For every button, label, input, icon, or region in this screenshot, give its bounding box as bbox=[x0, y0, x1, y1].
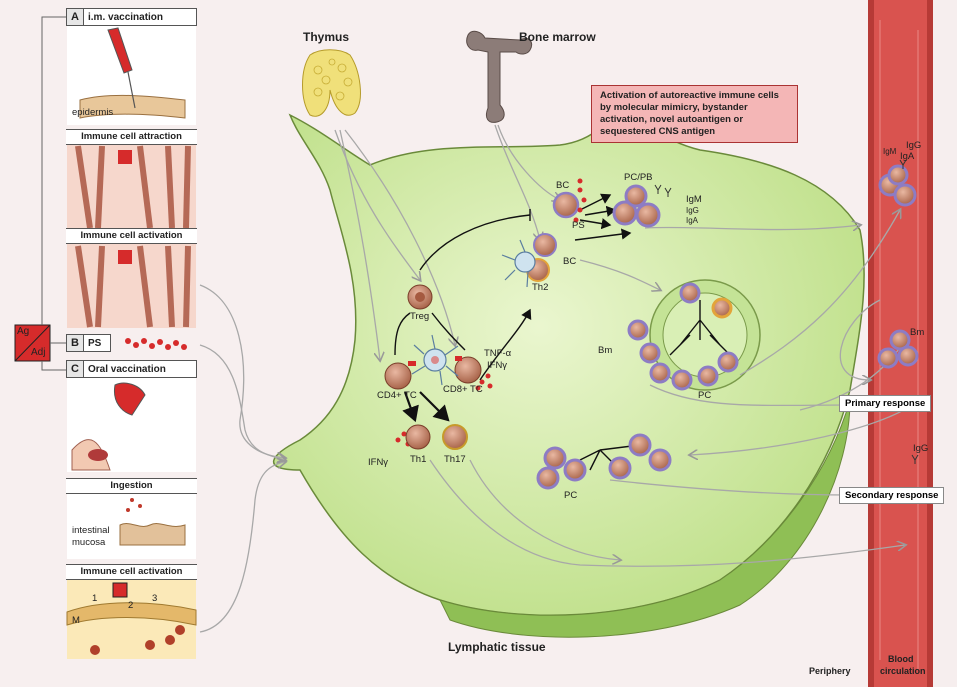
panel-c-title: C Oral vaccination bbox=[66, 360, 197, 378]
ps-chain bbox=[125, 338, 187, 350]
bc-label-2: BC bbox=[563, 256, 577, 267]
bone-marrow-organ bbox=[466, 30, 533, 123]
panel-c-illustrations bbox=[66, 377, 197, 659]
immune-cell-attraction-label: Immune cell attraction bbox=[66, 129, 197, 145]
pc-label: PC bbox=[698, 390, 712, 401]
ingestion-label: Ingestion bbox=[66, 478, 197, 494]
th2-label: Th2 bbox=[532, 282, 549, 293]
panel-c-letter: C bbox=[67, 361, 84, 377]
blood-label-1: Blood bbox=[888, 654, 914, 664]
ifn-gamma-label: IFNγ bbox=[487, 360, 508, 371]
panel-bracket bbox=[41, 16, 66, 371]
activation-arrows bbox=[394, 193, 731, 471]
iga-label: IgA bbox=[686, 216, 699, 225]
primary-response-label: Primary response bbox=[839, 395, 932, 412]
step-2-label: 2 bbox=[128, 600, 134, 611]
immune-cell-activation-label-a: Immune cell activation bbox=[66, 228, 197, 244]
bc-label-1: BC bbox=[556, 180, 570, 191]
panel-a-letter: A bbox=[67, 9, 84, 25]
autoreactive-activation-callout: Activation of autoreactive immune cells … bbox=[591, 85, 798, 143]
ifn-gamma-label-2: IFNγ bbox=[368, 457, 389, 468]
igg-label: IgG bbox=[686, 206, 699, 215]
thymus-organ bbox=[302, 49, 361, 117]
epidermis-label: epidermis bbox=[72, 107, 114, 118]
panel-a-illustrations bbox=[67, 26, 196, 328]
igm-label: IgM bbox=[686, 194, 702, 205]
cd4-tc-label: CD4+ TC bbox=[377, 390, 417, 401]
lymphatic-tissue-label: Lymphatic tissue bbox=[448, 640, 546, 654]
flow-arrows bbox=[199, 124, 921, 633]
blood-igg-label: IgG bbox=[906, 140, 922, 151]
blood-igm-label: IgM bbox=[883, 147, 897, 156]
bm-label: Bm bbox=[598, 345, 613, 356]
panel-b-title: B PS bbox=[66, 334, 111, 352]
blood-iga-label: IgA bbox=[900, 151, 915, 162]
adj-label: Adj bbox=[31, 347, 46, 358]
immune-cells bbox=[384, 164, 919, 490]
panel-c-title-text: Oral vaccination bbox=[88, 364, 166, 375]
secondary-response-label: Secondary response bbox=[839, 487, 945, 504]
step-3-label: 3 bbox=[152, 593, 158, 604]
immune-cell-activation-label-c: Immune cell activation bbox=[66, 564, 197, 580]
ag-label: Ag bbox=[17, 326, 30, 337]
thymus-label: Thymus bbox=[303, 30, 350, 44]
periphery-label: Periphery bbox=[809, 666, 851, 676]
blood-igg-label-2: IgG bbox=[913, 443, 929, 454]
lymphatic-tissue-shape bbox=[273, 87, 865, 638]
pc-label-2: PC bbox=[564, 490, 578, 501]
treg-label: Treg bbox=[410, 311, 430, 322]
m-cell-label: M bbox=[72, 615, 80, 626]
panel-b-title-text: PS bbox=[88, 338, 102, 349]
th17-label: Th17 bbox=[444, 454, 466, 465]
tnf-alpha-label: TNF-α bbox=[484, 348, 512, 359]
blood-label-2: circulation bbox=[880, 666, 926, 676]
cd8-tc-label: CD8+ TC bbox=[443, 384, 483, 395]
mucosa-label-2: mucosa bbox=[72, 537, 106, 548]
bone-marrow-label: Bone marrow bbox=[519, 30, 596, 44]
th1-label: Th1 bbox=[410, 454, 427, 465]
blood-bm-label: Bm bbox=[910, 327, 925, 338]
mucosa-label-1: intestinal bbox=[72, 525, 110, 536]
ps-label: PS bbox=[572, 220, 585, 231]
antibody-glyphs bbox=[654, 159, 919, 464]
ag-adj-icon bbox=[14, 324, 51, 362]
step-1-label: 1 bbox=[92, 593, 98, 604]
panel-a-title-text: i.m. vaccination bbox=[88, 12, 164, 23]
pc-pb-label: PC/PB bbox=[624, 172, 653, 183]
panel-b-letter: B bbox=[67, 335, 84, 351]
